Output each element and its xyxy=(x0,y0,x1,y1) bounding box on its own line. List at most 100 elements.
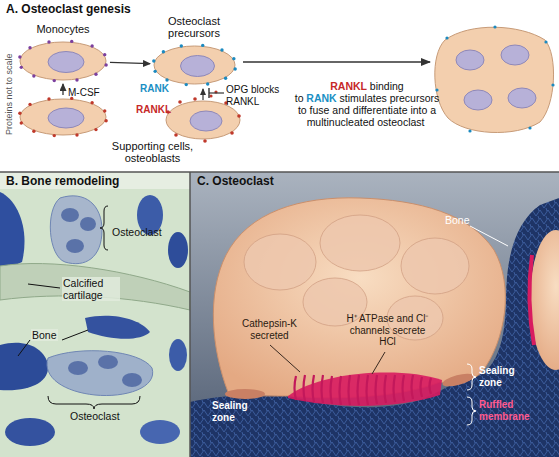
protein-dot xyxy=(53,79,56,82)
multinucleated-osteoclast xyxy=(493,25,496,28)
bone-matrix xyxy=(190,198,559,457)
cell-node: Supporting cells, osteoblasts xyxy=(18,97,108,137)
protein-dot xyxy=(20,121,23,124)
bone-matrix xyxy=(190,198,559,457)
neighbor-osteoclast xyxy=(529,255,534,345)
part-label: Sealing zone xyxy=(212,400,262,423)
multinucleated-osteoclast xyxy=(508,88,536,108)
receptor-label: RANK xyxy=(140,83,169,95)
protein-dot xyxy=(90,44,93,47)
supporting-cell xyxy=(190,111,222,131)
ruffled-membrane xyxy=(295,375,432,405)
part-label: Osteoclast xyxy=(70,410,120,422)
differentiation-arrow xyxy=(243,61,430,63)
protein-dot xyxy=(104,63,107,66)
sealing-zone xyxy=(225,389,265,399)
protein-dot xyxy=(162,50,165,53)
part-label: Calcified cartilage xyxy=(62,277,120,301)
leader-line xyxy=(28,284,60,288)
cell-body xyxy=(20,42,106,80)
protein-dot xyxy=(28,46,31,49)
panel-divider xyxy=(189,172,191,457)
cell-heading: Supporting cells, osteoblasts xyxy=(90,140,215,164)
leader-line xyxy=(62,330,88,340)
protein-dot xyxy=(32,130,35,133)
protein-dot xyxy=(165,78,168,81)
micrograph xyxy=(98,355,118,369)
cell-body xyxy=(20,99,106,135)
micrograph xyxy=(0,172,190,189)
part-label: Osteoclast xyxy=(112,226,162,238)
inhibitor-label: OPG blocks RANKL xyxy=(226,84,294,107)
text-block: RANKLbinding toRANKstimulates precursors… xyxy=(292,80,442,128)
protein-dot xyxy=(94,73,97,76)
sealing-zone xyxy=(225,371,475,399)
panel-background xyxy=(0,0,559,172)
part-label: Bone xyxy=(445,214,470,226)
protein-dot xyxy=(104,119,107,122)
supporting-cell xyxy=(178,100,182,104)
supporting-cell xyxy=(230,131,234,135)
cell-node: Osteoclast precursors xyxy=(152,44,237,86)
multinucleated-osteoclast xyxy=(435,25,555,132)
cell-body xyxy=(154,46,235,84)
supporting-cell xyxy=(193,97,197,101)
part-label: Ruffled membrane xyxy=(479,399,551,422)
micrograph xyxy=(61,208,79,222)
micrograph xyxy=(66,239,84,253)
multinucleated-osteoclast xyxy=(468,129,471,132)
leader-line xyxy=(467,364,476,390)
protein-dot xyxy=(75,133,78,136)
cell-outline xyxy=(18,40,108,82)
cell-outline xyxy=(152,44,237,86)
panel-divider xyxy=(0,172,559,457)
cell-node: Monocytes xyxy=(18,40,108,82)
micrograph xyxy=(140,420,180,444)
protein-dot xyxy=(47,97,50,100)
part-label: Sealing zone xyxy=(479,365,529,388)
leader-line xyxy=(372,352,385,374)
multinucleated-osteoclast xyxy=(464,90,492,110)
ruffled-membrane xyxy=(288,373,442,406)
micrograph xyxy=(168,232,188,268)
connector-arrow xyxy=(62,84,63,95)
receptor-label: RANK xyxy=(306,92,336,104)
multinucleated-osteoclast xyxy=(456,50,484,70)
supporting-cell xyxy=(174,133,178,137)
protein-dot xyxy=(75,78,78,81)
part-label: H⁺ ATPase and Cl⁻ channels secrete HCl xyxy=(340,313,435,348)
cell-nucleus xyxy=(48,52,84,73)
panel-background xyxy=(190,172,559,457)
cell-nucleus xyxy=(48,108,84,128)
micrograph xyxy=(68,361,88,375)
leader-line xyxy=(467,397,476,425)
leader-line xyxy=(18,340,30,356)
protein-dot xyxy=(103,109,106,112)
sealing-zone xyxy=(441,371,474,389)
micrograph xyxy=(0,343,48,391)
protein-dot xyxy=(90,101,93,104)
edge-label: M-CSF xyxy=(68,87,100,99)
osteoclast-cell xyxy=(244,234,316,290)
protein-dot xyxy=(232,57,235,60)
leader-line xyxy=(270,345,300,372)
protein-dot xyxy=(206,82,209,85)
supporting-cell xyxy=(203,139,207,143)
osteoclast-cell xyxy=(320,215,400,271)
protein-dot xyxy=(18,112,21,115)
supporting-cell xyxy=(237,114,241,118)
multinucleated-osteoclast xyxy=(551,83,554,86)
leader-line xyxy=(470,226,508,246)
protein-dot xyxy=(153,70,156,73)
micrograph xyxy=(47,351,153,396)
osteoclast-cell xyxy=(401,238,469,294)
opg-block-symbol xyxy=(202,89,203,100)
multinucleated-osteoclast xyxy=(501,45,529,65)
protein-dot xyxy=(201,44,204,47)
supporting-cell xyxy=(166,101,240,139)
micrograph xyxy=(0,264,190,310)
protein-dot xyxy=(47,40,50,43)
cell-heading: Osteoclast precursors xyxy=(154,15,234,39)
